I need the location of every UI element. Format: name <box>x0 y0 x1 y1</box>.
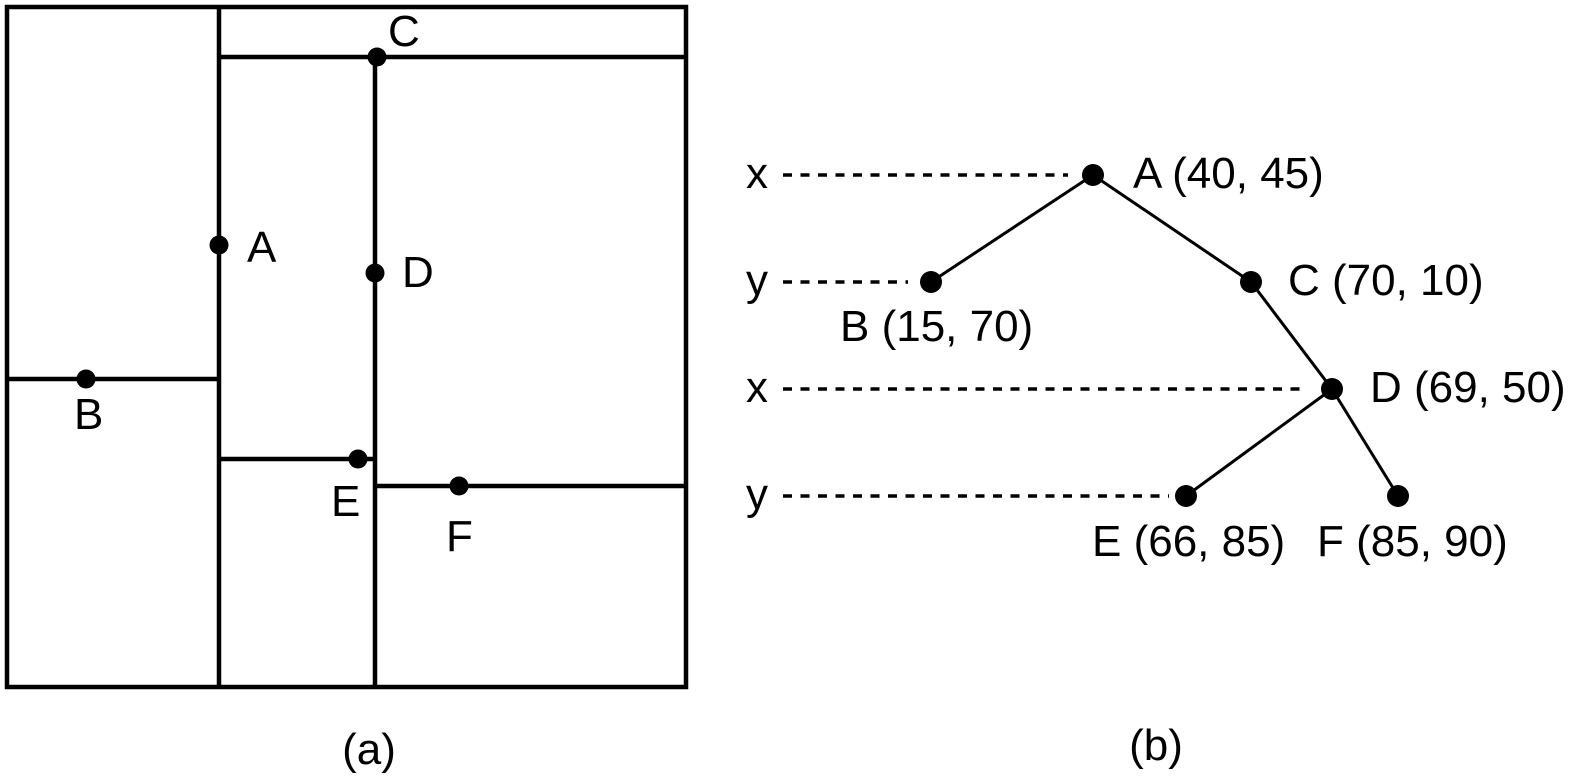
depth-axis-label-x2: x <box>746 363 768 412</box>
point-E-label: E <box>331 477 360 526</box>
node-C-label: C (70, 10) <box>1288 256 1484 305</box>
node-D-dot <box>1321 378 1343 400</box>
point-A-dot <box>209 235 229 255</box>
edge-A-B <box>930 173 1094 284</box>
point-D-label: D <box>402 248 434 297</box>
node-A-dot <box>1082 164 1104 186</box>
edge-C-D <box>1249 281 1334 390</box>
plane-border <box>4 4 689 690</box>
node-D-label: D (69, 50) <box>1370 363 1566 412</box>
node-E-dot <box>1175 485 1197 507</box>
caption-a: (a) <box>342 725 396 774</box>
node-F-label: F (85, 90) <box>1317 517 1508 566</box>
panel-b-tree: x y x y A (40, 45) B (15, 70) C <box>746 149 1566 770</box>
node-B-dot <box>920 271 942 293</box>
point-B-label: B <box>74 390 103 439</box>
edge-D-F <box>1330 388 1400 497</box>
node-B-label: B (15, 70) <box>840 302 1033 351</box>
point-F-label: F <box>446 512 473 561</box>
panel-a-plane: A B C D E F (a) <box>4 4 689 774</box>
point-E-dot <box>348 449 368 469</box>
depth-axis-label-y2: y <box>746 470 768 519</box>
point-A-label: A <box>247 223 277 272</box>
point-C-dot <box>367 47 387 67</box>
point-F-dot <box>449 476 469 496</box>
point-B-dot <box>76 369 96 389</box>
node-C-dot <box>1240 271 1262 293</box>
point-D-dot <box>365 263 385 283</box>
node-E-label: E (66, 85) <box>1092 517 1285 566</box>
depth-axis-label-y1: y <box>746 256 768 305</box>
edge-D-E <box>1185 387 1333 498</box>
node-F-dot <box>1387 485 1409 507</box>
caption-b: (b) <box>1129 721 1183 770</box>
edge-A-C <box>1092 173 1252 284</box>
point-C-label: C <box>388 7 420 56</box>
depth-axis-label-x1: x <box>746 149 768 198</box>
node-A-label: A (40, 45) <box>1133 149 1324 198</box>
